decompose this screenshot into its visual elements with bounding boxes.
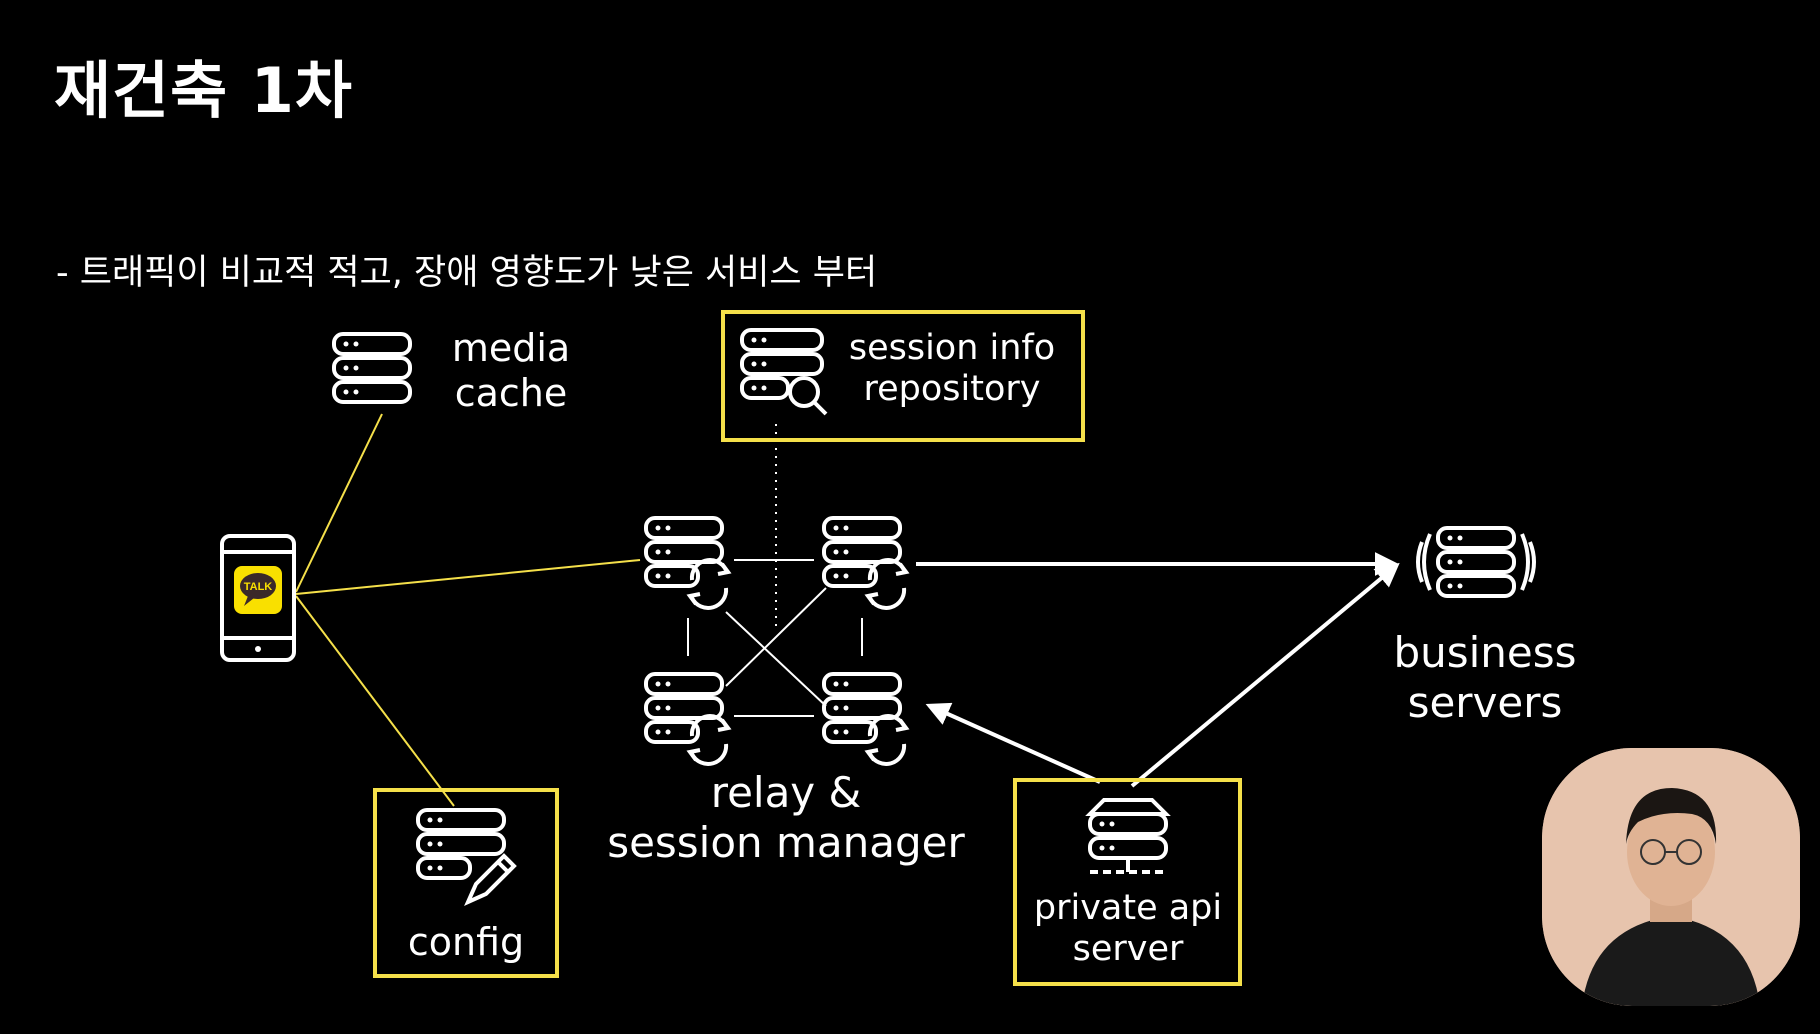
private-api-label: private api server <box>1033 888 1223 970</box>
line-phone-media <box>295 413 383 593</box>
business-servers-icon <box>1416 526 1536 598</box>
arrow-private-business <box>1130 562 1400 788</box>
talk-badge: TALK <box>244 581 273 593</box>
private-api-icon <box>1085 798 1171 874</box>
speaker-avatar <box>1542 748 1800 1006</box>
relay-server-icon-2 <box>822 516 908 610</box>
relay-server-icon-4 <box>822 672 908 766</box>
config-box <box>373 788 559 978</box>
slide-bullet: - 트래픽이 비교적 적고, 장애 영향도가 낮은 서비스 부터 <box>56 253 878 293</box>
media-cache-label: media cache <box>451 326 571 415</box>
speaker-video <box>1542 748 1800 1006</box>
relay-server-icon-3 <box>644 672 730 766</box>
config-icon <box>416 808 517 906</box>
relay-label: relay & session manager <box>607 768 965 867</box>
private-api-box <box>1013 778 1242 986</box>
config-label: config <box>407 920 525 964</box>
media-cache-icon <box>332 332 412 404</box>
relay-server-icon-1 <box>644 516 730 610</box>
session-info-label: session info repository <box>848 328 1056 410</box>
slide-title: 재건축 1차 <box>54 54 353 127</box>
line-phone-config <box>295 595 455 807</box>
session-info-box <box>721 310 1085 442</box>
line-phone-relay <box>295 559 641 595</box>
mesh-diag-1 <box>725 611 827 707</box>
business-servers-label: business servers <box>1393 628 1577 727</box>
mesh-diag-2 <box>725 587 827 687</box>
arrow-private-relay <box>925 702 1101 784</box>
phone-icon <box>220 534 296 662</box>
session-repo-icon <box>740 328 828 416</box>
